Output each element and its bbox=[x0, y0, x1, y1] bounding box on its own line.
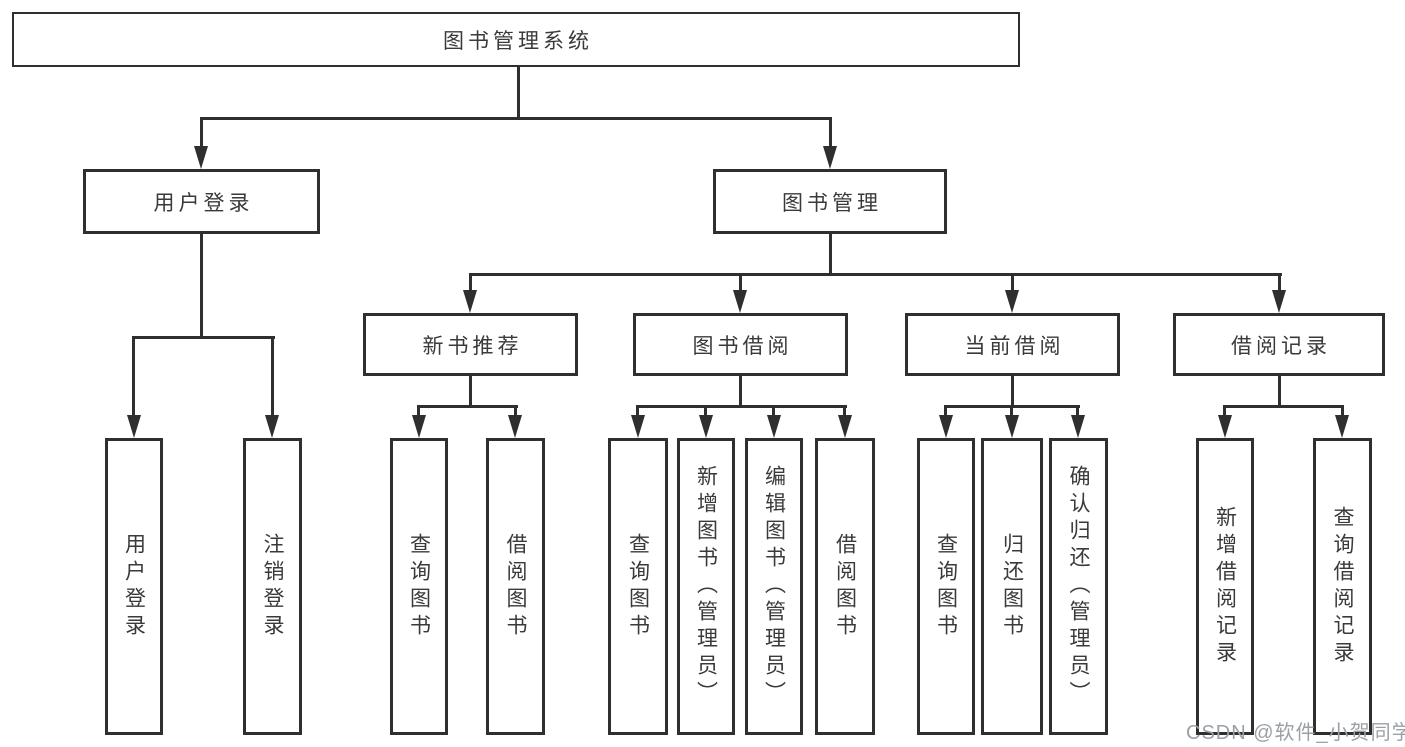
node-label: 用户登录 bbox=[122, 532, 146, 641]
connector-line bbox=[829, 234, 832, 276]
leaf-records-query-borrow-record: 查询借阅记录 bbox=[1313, 438, 1372, 735]
node-new-book-recommendation: 新书推荐 bbox=[363, 313, 578, 376]
csdn-watermark: CSDN @软件_小贺同学 bbox=[1186, 722, 1405, 744]
connector-line bbox=[739, 273, 742, 292]
leaf-user-login: 用户登录 bbox=[105, 438, 163, 735]
node-label: 图书管理 bbox=[782, 191, 882, 215]
node-label: 借阅记录 bbox=[1231, 334, 1331, 358]
connector-line bbox=[1011, 273, 1014, 292]
connector-line bbox=[1341, 405, 1344, 418]
connector-line bbox=[517, 66, 520, 118]
arrow-down-icon bbox=[1272, 290, 1286, 313]
connector-line bbox=[469, 376, 472, 408]
leaf-recommend-query-book: 查询图书 bbox=[390, 438, 448, 735]
node-label: 新增借阅记录 bbox=[1213, 505, 1237, 668]
connector-line bbox=[200, 117, 203, 150]
node-label: 编辑图书（管理员） bbox=[762, 465, 786, 708]
arrow-down-icon bbox=[767, 415, 781, 438]
connector-line bbox=[132, 336, 275, 339]
node-current-borrowing: 当前借阅 bbox=[905, 313, 1120, 376]
arrow-down-icon bbox=[194, 146, 208, 169]
arrow-down-icon bbox=[939, 415, 953, 438]
leaf-borrowing-query-book: 查询图书 bbox=[608, 438, 668, 735]
connector-line bbox=[1278, 273, 1281, 292]
connector-line bbox=[514, 405, 517, 418]
leaf-borrowing-add-book-admin: 新增图书（管理员） bbox=[677, 438, 735, 735]
arrow-down-icon bbox=[1071, 415, 1085, 438]
arrow-down-icon bbox=[1218, 415, 1232, 438]
node-label: 图书借阅 bbox=[692, 334, 793, 358]
connector-line bbox=[1076, 405, 1079, 418]
connector-line bbox=[271, 336, 274, 418]
node-book-borrowing: 图书借阅 bbox=[633, 313, 848, 376]
leaf-records-add-borrow-record: 新增借阅记录 bbox=[1196, 438, 1254, 735]
connector-line bbox=[1010, 405, 1013, 418]
node-label: 确认归还（管理员） bbox=[1067, 465, 1091, 708]
node-label: 查询借阅记录 bbox=[1331, 505, 1355, 668]
arrow-down-icon bbox=[699, 415, 713, 438]
node-label: 用户登录 bbox=[153, 191, 254, 215]
node-book-management: 图书管理 bbox=[713, 169, 947, 234]
arrow-down-icon bbox=[631, 415, 645, 438]
arrow-down-icon bbox=[838, 415, 852, 438]
leaf-current-confirm-return-admin: 确认归还（管理员） bbox=[1049, 438, 1108, 735]
node-label: 借阅图书 bbox=[833, 532, 857, 641]
node-label: 当前借阅 bbox=[964, 334, 1065, 358]
arrow-down-icon bbox=[1005, 290, 1019, 313]
node-label: 归还图书 bbox=[1000, 532, 1024, 641]
node-label: 图书管理系统 bbox=[443, 29, 593, 53]
connector-line bbox=[843, 405, 846, 418]
leaf-borrowing-edit-book-admin: 编辑图书（管理员） bbox=[745, 438, 803, 735]
arrow-down-icon bbox=[1335, 415, 1349, 438]
connector-line bbox=[739, 376, 742, 408]
leaf-borrowing-borrow-book: 借阅图书 bbox=[815, 438, 875, 735]
node-label: 新书推荐 bbox=[422, 334, 523, 358]
leaf-current-return-book: 归还图书 bbox=[981, 438, 1043, 735]
node-library-management-system: 图书管理系统 bbox=[12, 12, 1020, 67]
connector-line bbox=[200, 117, 832, 120]
node-borrowing-records: 借阅记录 bbox=[1173, 313, 1385, 376]
connector-line bbox=[469, 273, 472, 292]
node-label: 注销登录 bbox=[261, 532, 285, 641]
arrow-down-icon bbox=[733, 290, 747, 313]
connector-line bbox=[1278, 376, 1281, 408]
node-user-login: 用户登录 bbox=[83, 169, 320, 234]
leaf-recommend-borrow-book: 借阅图书 bbox=[486, 438, 545, 735]
node-label: 查询图书 bbox=[934, 532, 958, 641]
arrow-down-icon bbox=[265, 415, 279, 438]
leaf-current-query-book: 查询图书 bbox=[917, 438, 975, 735]
connector-line bbox=[704, 405, 707, 418]
arrow-down-icon bbox=[412, 415, 426, 438]
node-label: 借阅图书 bbox=[504, 532, 528, 641]
connector-line bbox=[200, 234, 203, 339]
connector-line bbox=[469, 273, 1282, 276]
connector-line bbox=[1011, 376, 1014, 408]
connector-line bbox=[417, 405, 420, 418]
connector-line bbox=[417, 405, 518, 408]
arrow-down-icon bbox=[463, 290, 477, 313]
connector-line bbox=[636, 405, 847, 408]
arrow-down-icon bbox=[1005, 415, 1019, 438]
connector-line bbox=[1223, 405, 1226, 418]
connector-line bbox=[636, 405, 639, 418]
node-label: 查询图书 bbox=[626, 532, 650, 641]
arrow-down-icon bbox=[508, 415, 522, 438]
connector-line bbox=[829, 117, 832, 150]
node-label: 查询图书 bbox=[407, 532, 431, 641]
connector-line bbox=[1223, 405, 1344, 408]
node-label: 新增图书（管理员） bbox=[694, 465, 718, 708]
connector-line bbox=[944, 405, 947, 418]
arrow-down-icon bbox=[127, 415, 141, 438]
leaf-logout: 注销登录 bbox=[243, 438, 302, 735]
connector-line bbox=[772, 405, 775, 418]
arrow-down-icon bbox=[823, 146, 837, 169]
connector-line bbox=[132, 336, 135, 418]
